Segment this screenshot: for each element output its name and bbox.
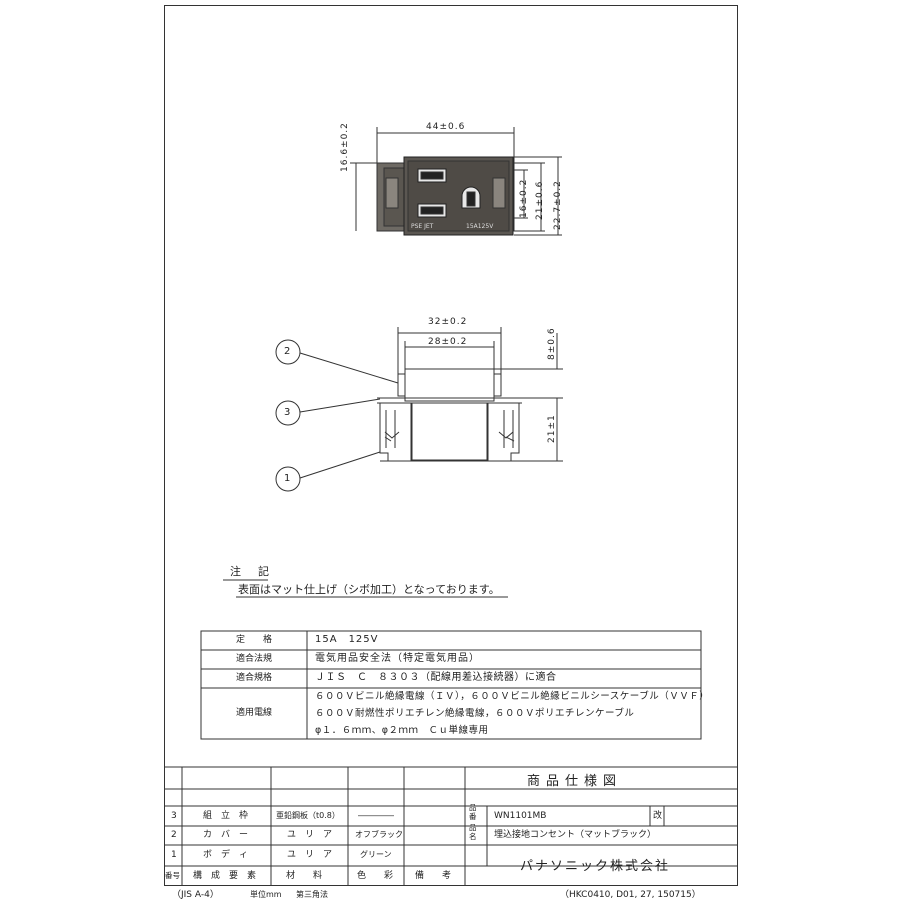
spec-table-lines bbox=[200, 630, 702, 740]
spec-label-rating: 定 格 bbox=[235, 635, 272, 645]
spec-value-wire-2: ６００Ｖ耐燃性ポリエチレン絶縁電線，６００Ｖポリエチレンケーブル bbox=[315, 708, 635, 719]
dim-side-h1: 8±0.6 bbox=[547, 327, 557, 360]
notes-line: 表面はマット仕上げ（シボ加工）となっております。 bbox=[238, 583, 500, 596]
spec-value-law: 電気用品安全法（特定電気用品） bbox=[315, 653, 480, 664]
title-block-name-label: 品名 bbox=[469, 823, 477, 841]
spec-value-wire-3: φ１．６ｍｍ、φ２ｍｍ Ｃｕ単線専用 bbox=[315, 725, 489, 736]
face-mark-rating: 15A125V bbox=[466, 223, 494, 230]
spec-label-wire: 適用電線 bbox=[235, 708, 272, 718]
header-material: 材 料 bbox=[286, 871, 323, 881]
header-remarks: 備 考 bbox=[415, 871, 452, 881]
spec-value-rating: 15A 125V bbox=[315, 634, 379, 645]
part-no-3: 3 bbox=[171, 811, 177, 821]
footer-projection: 第三角法 bbox=[296, 890, 328, 899]
part-material-1: ユ リ ア bbox=[287, 850, 333, 860]
notes-title: 注 記 bbox=[230, 565, 272, 578]
part-material-3: 亜鉛鋼板（t0.8） bbox=[276, 811, 340, 820]
part-name-1: ボ デ ィ bbox=[203, 850, 249, 860]
dim-top-h3: 22.7±0.2 bbox=[553, 180, 563, 230]
part-name-3: 組 立 枠 bbox=[203, 811, 249, 821]
dim-top-h2: 21±0.6 bbox=[535, 180, 545, 220]
dim-top-depth: 16.6±0.2 bbox=[340, 122, 350, 172]
front-view bbox=[350, 127, 562, 236]
callout-3: 3 bbox=[284, 407, 291, 418]
header-name: 構 成 要 素 bbox=[193, 871, 257, 881]
part-no-1: 1 bbox=[171, 850, 177, 860]
dim-side-h2: 21±1 bbox=[547, 414, 557, 443]
title-block-name: 埋込接地コンセント（マットブラック） bbox=[494, 830, 657, 840]
side-view bbox=[275, 327, 563, 492]
title-block-lines bbox=[164, 766, 738, 886]
dim-side-w2: 28±0.2 bbox=[428, 337, 468, 347]
footer-unit: 単位mm bbox=[250, 890, 282, 899]
footer-paper-size: （JIS A-4） bbox=[172, 890, 219, 900]
part-color-2: オフブラック bbox=[355, 830, 403, 839]
title-block-company: パナソニック株式会社 bbox=[520, 859, 671, 874]
title-block-title: 商品仕様図 bbox=[527, 774, 623, 789]
dim-top-h1: 16±0.2 bbox=[519, 178, 529, 218]
part-no-2: 2 bbox=[171, 830, 177, 840]
callout-1: 1 bbox=[284, 473, 291, 484]
footer-code: （HKC0410, D01, 27, 150715） bbox=[560, 890, 701, 900]
spec-label-standard: 適合規格 bbox=[235, 673, 272, 683]
title-block-part-no: WN1101MB bbox=[494, 811, 547, 821]
dim-side-w1: 32±0.2 bbox=[428, 317, 468, 327]
spec-label-law: 適合法規 bbox=[235, 654, 272, 664]
face-mark-pse: PSE JET bbox=[411, 223, 434, 230]
dim-top-width: 44±0.6 bbox=[426, 122, 466, 132]
header-color: 色 彩 bbox=[357, 871, 394, 881]
spec-value-standard: ＪＩＳ Ｃ ８３０３（配線用差込接続器）に適合 bbox=[315, 672, 557, 683]
part-material-2: ユ リ ア bbox=[287, 830, 333, 840]
header-no: 番号 bbox=[165, 871, 180, 880]
part-color-3: ―――― bbox=[358, 811, 394, 821]
callout-2: 2 bbox=[284, 346, 291, 357]
title-block-part-no-label: 品番 bbox=[469, 803, 477, 821]
title-block-rev-label: 改 bbox=[653, 811, 663, 821]
part-name-2: カ バ ー bbox=[203, 830, 249, 840]
drawing-frame bbox=[164, 5, 738, 886]
spec-value-wire-1: ６００Ｖビニル絶縁電線（ＩＶ），６００Ｖビニル絶縁ビニルシースケーブル（ＶＶＦ） bbox=[315, 691, 710, 702]
part-color-1: グリーン bbox=[360, 850, 392, 859]
